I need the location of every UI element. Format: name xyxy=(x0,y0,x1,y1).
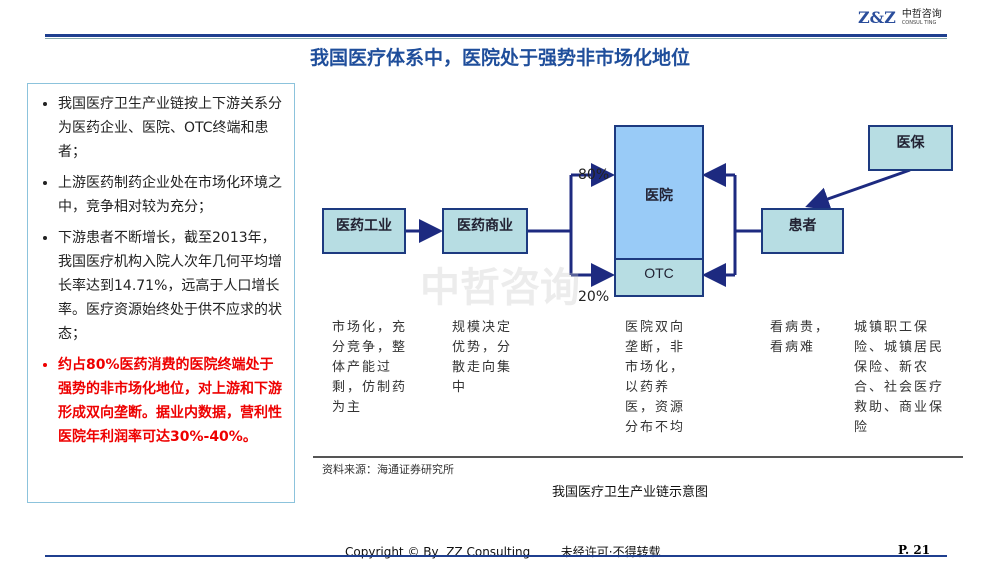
logo-mark: Z&Z xyxy=(858,8,896,27)
node-hospital: 医院 xyxy=(614,125,704,260)
node-otc: OTC xyxy=(614,258,704,297)
pct-otc: 20% xyxy=(578,289,610,305)
footer-copyright: Copyright © By ZZ Consulting 未经许可·不得转载 xyxy=(345,545,661,559)
node-commerce: 医药商业 xyxy=(442,208,528,254)
footer-divider xyxy=(45,555,947,557)
desc-insurance: 城镇职工保险、城镇居民保险、新农合、社会医疗救助、商业保险 xyxy=(854,320,945,435)
node-patient: 患者 xyxy=(761,208,844,254)
diagram-caption: 我国医疗卫生产业链示意图 xyxy=(551,485,708,500)
desc-industry: 市场化，充分竞争，整体产能过剩，仿制药为主 xyxy=(332,320,408,415)
logo-cn: 中哲咨询 xyxy=(901,9,942,20)
bullet-item-highlight: 约占80%医药消费的医院终端处于强势的非市场化地位，对上游和下游形成双向垄断。据… xyxy=(58,353,284,449)
bullet-item: 上游医药制药企业处在市场化环境之中，竞争相对较为充分； xyxy=(58,171,284,219)
logo-en: CONSUL TING xyxy=(901,20,937,26)
header-divider xyxy=(45,34,947,37)
pct-hospital: 80% xyxy=(578,167,610,183)
bullet-item: 我国医疗卫生产业链按上下游关系分为医药企业、医院、OTC终端和患者； xyxy=(58,92,284,164)
desc-hospital: 医院双向垄断，非市场化，以药养医，资源分布不均 xyxy=(625,320,686,435)
header-divider-thin xyxy=(45,38,947,39)
node-insurance: 医保 xyxy=(868,125,953,171)
arrow-insurance-patient xyxy=(805,168,911,211)
page-title: 我国医疗体系中，医院处于强势非市场化地位 xyxy=(309,47,690,69)
source-divider xyxy=(313,456,963,458)
desc-patient: 看病贵，看病难 xyxy=(770,320,831,355)
bullet-item: 下游患者不断增长，截至2013年，我国医疗机构入院人次年几何平均增长率达到14.… xyxy=(58,226,284,346)
summary-panel: 我国医疗卫生产业链按上下游关系分为医药企业、医院、OTC终端和患者； 上游医药制… xyxy=(27,83,295,503)
desc-commerce: 规模决定优势，分散走向集中 xyxy=(452,320,513,395)
node-industry: 医药工业 xyxy=(322,208,406,254)
page-number: P. 21 xyxy=(898,543,931,557)
source-note: 资料来源：海通证券研究所 xyxy=(322,463,454,476)
